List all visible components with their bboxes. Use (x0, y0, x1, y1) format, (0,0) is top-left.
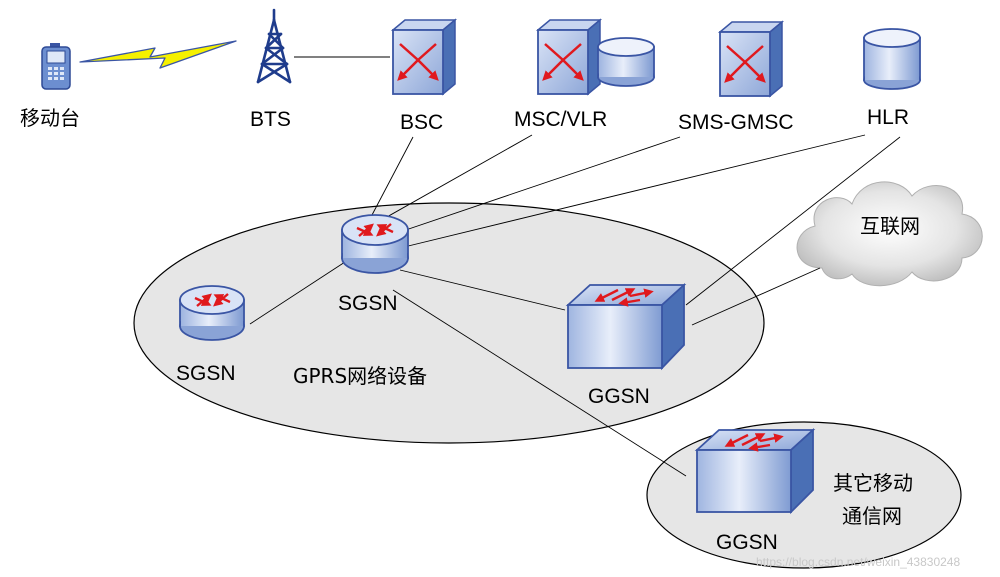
sms-gmsc-switch-icon (717, 20, 785, 98)
link-sgsn-sgsnleft (249, 261, 346, 325)
gprs-region-ellipse (133, 202, 765, 444)
link-sgsn-ggsn (399, 269, 566, 311)
hlr-database-icon (863, 28, 921, 90)
sgsn-main-label: SGSN (338, 292, 398, 315)
ggsn-main-label: GGSN (588, 385, 650, 408)
mobile-phone-icon (41, 43, 71, 90)
sgsn-left-router-icon (179, 285, 245, 341)
internet-cloud-icon (796, 181, 983, 287)
watermark-text: https://blog.csdn.net/weixin_43830248 (756, 555, 960, 569)
ggsn-other-label: GGSN (716, 531, 778, 554)
link-hlr-ggsn (685, 136, 901, 306)
ggsn-switch-icon (565, 282, 687, 371)
sgsn-router-icon (341, 214, 409, 274)
other-network-label-line2: 通信网 (842, 504, 902, 528)
mobile-station-label: 移动台 (20, 106, 80, 130)
link-ggsn-internet (691, 267, 821, 326)
gprs-region-label: GPRS网络设备 (293, 364, 427, 388)
vlr-database-icon (597, 37, 655, 87)
bsc-switch-icon (390, 18, 458, 96)
internet-label: 互联网 (860, 214, 920, 238)
sgsn-left-label: SGSN (176, 362, 236, 385)
link-smsgmsc-sgsn (387, 136, 681, 237)
bsc-label: BSC (400, 111, 443, 134)
sms-gmsc-label: SMS-GMSC (678, 111, 794, 134)
radio-link-bolt-icon (79, 40, 237, 69)
msc-vlr-label: MSC/VLR (514, 108, 607, 131)
bts-tower-icon (256, 8, 292, 84)
link-msc-sgsn (377, 134, 533, 223)
bts-label: BTS (250, 108, 291, 131)
msc-switch-icon (535, 18, 603, 96)
link-bsc-sgsn (371, 136, 414, 216)
other-network-label-line1: 其它移动 (833, 471, 913, 495)
hlr-label: HLR (867, 106, 909, 129)
connection-links (249, 56, 901, 477)
link-hlr-sgsn (399, 134, 866, 249)
link-sgsn-othergg (392, 289, 687, 477)
ggsn-other-switch-icon (694, 427, 816, 515)
